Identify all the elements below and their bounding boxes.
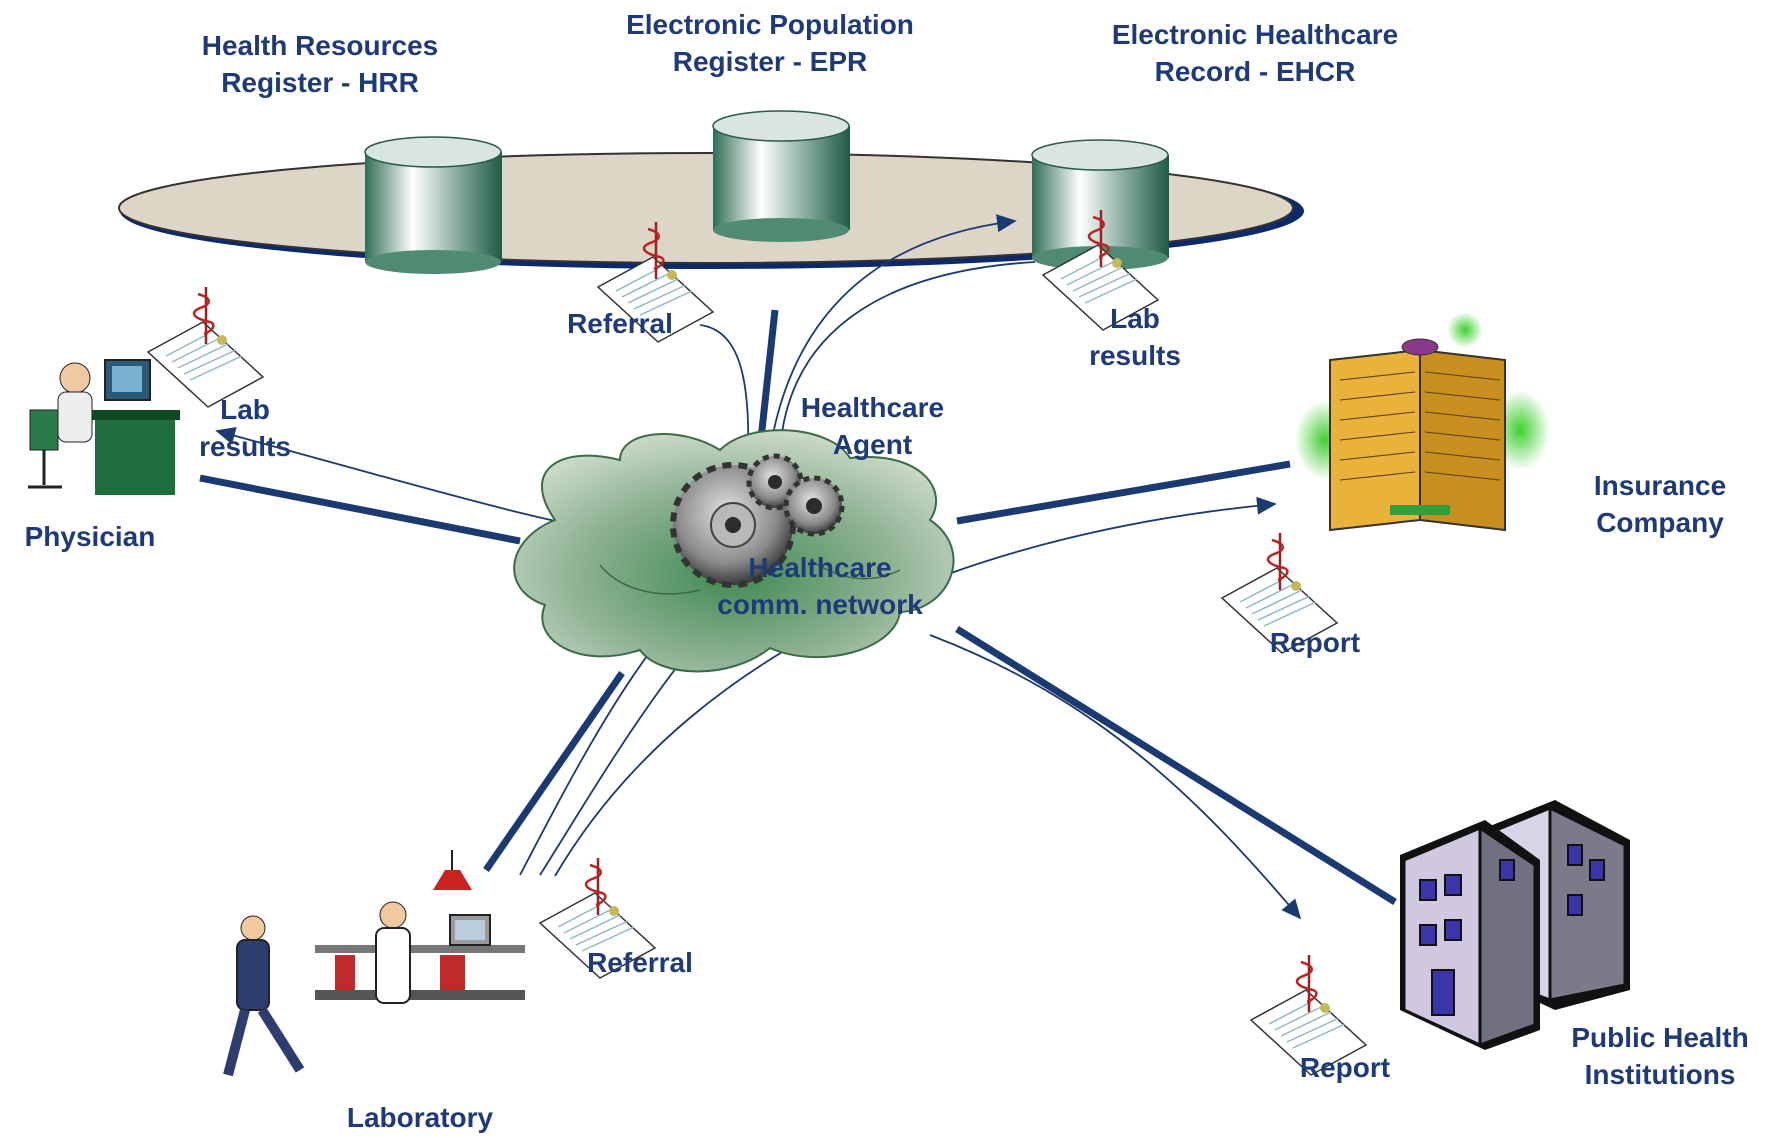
flow-referral-to-ehcr [769, 214, 1017, 451]
ehcr-label-line2: Record - EHCR [1154, 56, 1356, 87]
ehcr-label: Electronic Healthcare Record - EHCR [1070, 16, 1440, 90]
referral-top-label: Referral [567, 308, 673, 339]
hrr-label: Health Resources Register - HRR [160, 27, 480, 101]
connector-public-health [955, 626, 1397, 905]
epr-label-line2: Register - EPR [672, 46, 868, 77]
insurance-label-line1: Insurance [1593, 470, 1727, 501]
flow-ehcr-to-network [779, 261, 1036, 451]
public-health-label: Public Health Institutions [1555, 1019, 1765, 1093]
healthcare-agent-gears-icon [670, 453, 845, 588]
physician-label: Physician [24, 521, 156, 552]
healthcare-network-line2: comm. network [717, 589, 923, 620]
ehcr-label-line1: Electronic Healthcare [1111, 19, 1399, 50]
flow-network-to-public-health [929, 634, 1302, 920]
laboratory-icon [223, 850, 525, 1077]
hrr-label-line1: Health Resources [201, 30, 439, 61]
insurance-label-line2: Company [1596, 507, 1724, 538]
healthcare-network-label: Healthcare comm. network [695, 549, 945, 623]
healthcare-agent-line1: Healthcare [800, 392, 945, 423]
insurance-label: Insurance Company [1560, 467, 1760, 541]
connector-platform [756, 309, 779, 449]
physician-icon [28, 359, 180, 495]
connector-laboratory [483, 671, 625, 872]
report-public-label: Report [1299, 1052, 1391, 1083]
epr-label-line1: Electronic Population [626, 9, 914, 40]
lab-results-top-line1: Lab [1110, 303, 1160, 334]
epr-database-icon [712, 110, 850, 242]
connector-insurance [956, 460, 1291, 525]
lab-results-physician-document-icon [146, 285, 265, 409]
laboratory-label: Laboratory [346, 1102, 494, 1133]
referral-bottom-label: Referral [587, 947, 693, 978]
thick-connectors [199, 309, 1397, 905]
epr-label: Electronic Population Register - EPR [585, 6, 955, 80]
hrr-label-line2: Register - HRR [221, 67, 419, 98]
insurance-building-icon [1295, 312, 1550, 532]
public-health-label-line1: Public Health [1571, 1022, 1749, 1053]
public-health-label-line2: Institutions [1584, 1059, 1736, 1090]
lab-results-physician-label: Lab results [170, 391, 320, 465]
flow-referral-top [699, 324, 750, 456]
report-insurance-label: Report [1269, 627, 1361, 658]
healthcare-agent-line2: Agent [832, 429, 913, 460]
healthcare-agent-label: Healthcare Agent [775, 389, 970, 463]
healthcare-network-line1: Healthcare [748, 552, 892, 583]
hrr-database-icon [364, 136, 502, 274]
lab-results-physician-line1: Lab [220, 394, 270, 425]
lab-results-top-line2: results [1089, 340, 1181, 371]
public-health-buildings-icon [1400, 800, 1630, 1050]
lab-results-physician-line2: results [199, 431, 291, 462]
lab-results-top-label: Lab results [1060, 300, 1210, 374]
connector-physician [199, 474, 521, 545]
